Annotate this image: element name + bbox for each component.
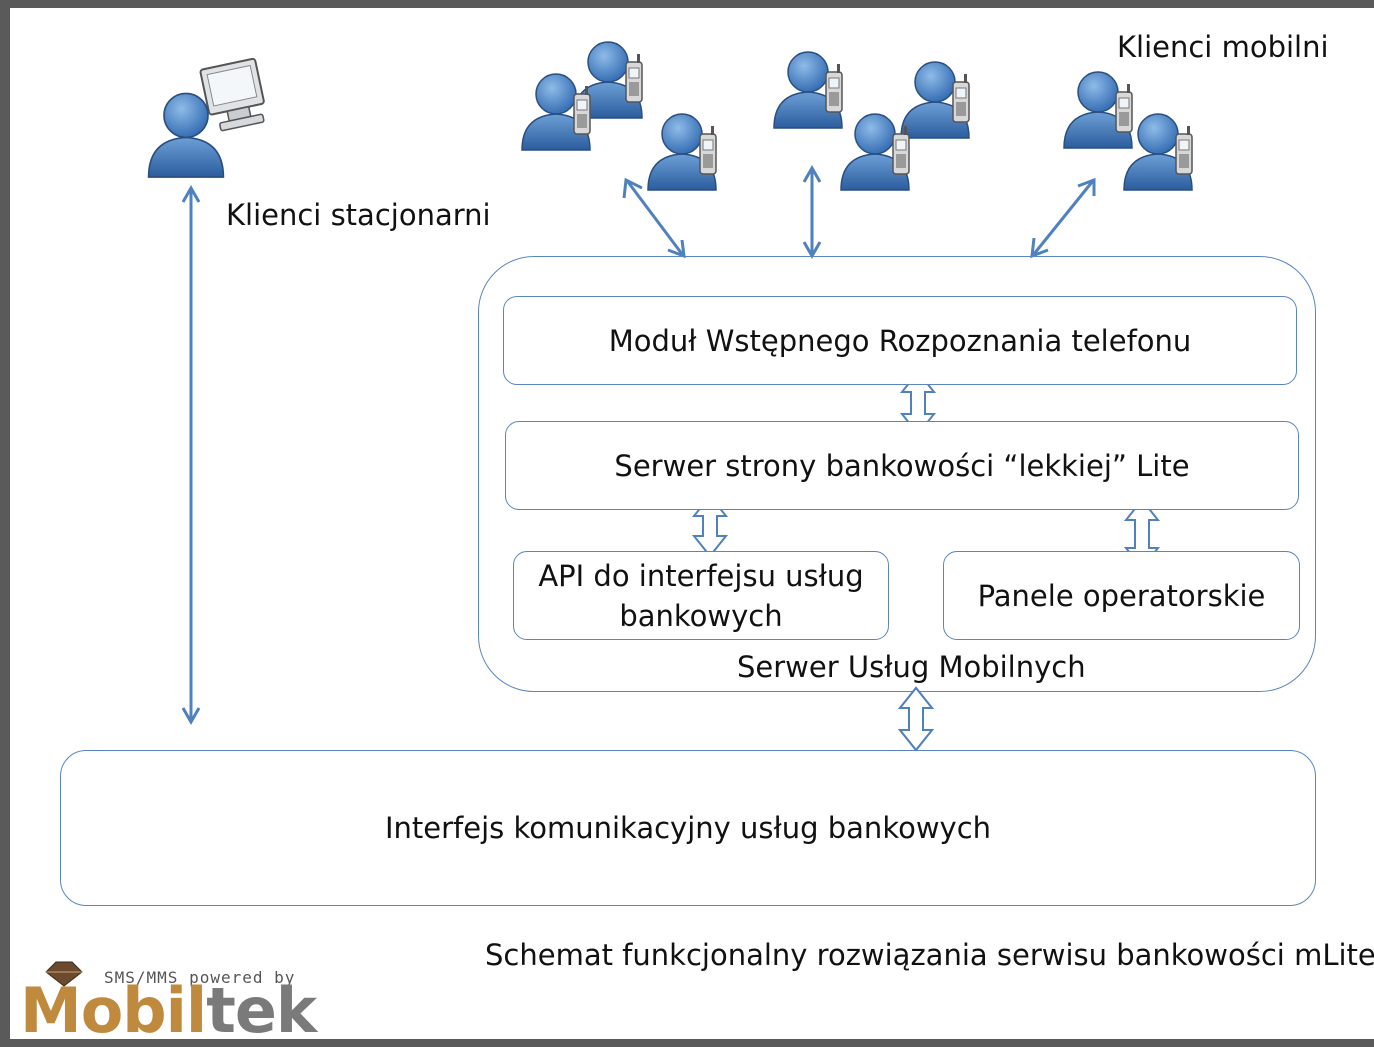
api-label-line2: bankowych: [619, 598, 783, 633]
diagram-caption: Schemat funkcjonalny rozwiązania serwisu…: [485, 938, 1374, 972]
logo-brand-a: Mobil: [20, 974, 207, 1047]
logo-tagline: SMS/MMS powered by: [104, 968, 296, 987]
mobile-server-container: [478, 256, 1316, 692]
operator-panels-box: Panele operatorskie: [943, 551, 1300, 640]
logo-wordmark: Mobiltek: [20, 980, 317, 1042]
bank-interface-box: Interfejs komunikacyjny usług bankowych: [60, 750, 1316, 906]
mobile-server-label: Serwer Usług Mobilnych: [737, 650, 1086, 684]
desktop-clients-label: Klienci stacjonarni: [226, 198, 491, 232]
lite-server-box: Serwer strony bankowości “lekkiej” Lite: [505, 421, 1299, 510]
api-box: API do interfejsu usług bankowych: [513, 551, 889, 640]
api-label-line1: API do interfejsu usług: [538, 558, 864, 593]
logo-brand-b: tek: [206, 974, 317, 1047]
lite-server-label: Serwer strony bankowości “lekkiej” Lite: [614, 448, 1190, 483]
mobile-clients-label: Klienci mobilni: [1117, 30, 1329, 64]
desktop-user-icon: [147, 57, 265, 178]
bank-interface-label: Interfejs komunikacyjny usług bankowych: [384, 811, 992, 845]
module-recognition-label: Moduł Wstępnego Rozpoznania telefonu: [608, 323, 1192, 358]
operator-panels-label: Panele operatorskie: [977, 578, 1266, 613]
module-recognition-box: Moduł Wstępnego Rozpoznania telefonu: [503, 296, 1297, 385]
